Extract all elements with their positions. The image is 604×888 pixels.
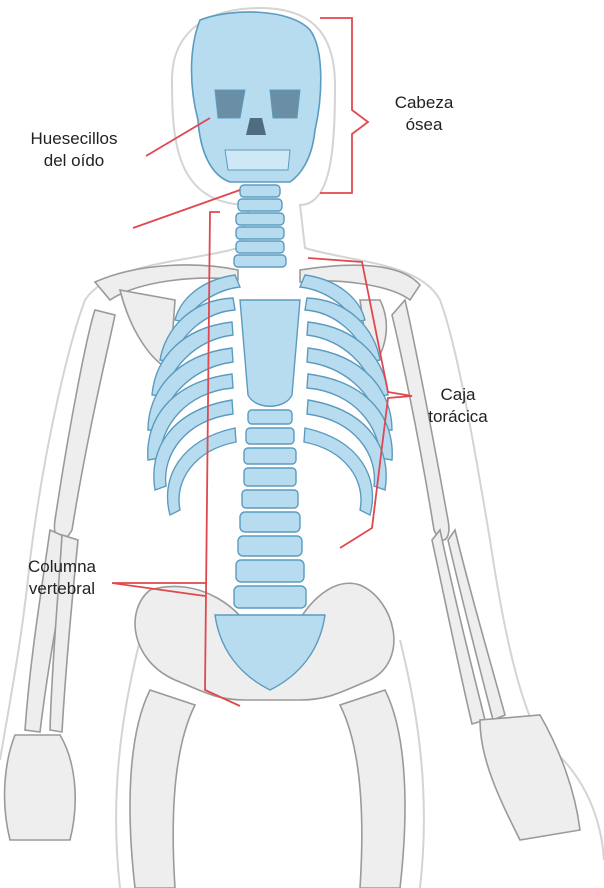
neck-leader [133, 190, 240, 228]
label-ossicles-line1: Huesecillos [4, 128, 144, 150]
label-spine-line2: vertebral [12, 578, 112, 600]
label-cabeza-osea: Cabeza ósea [376, 92, 472, 136]
vertebral-column [215, 410, 325, 690]
label-columna-vertebral: Columna vertebral [12, 556, 112, 600]
label-huesecillos: Huesecillos del oído [4, 128, 144, 172]
label-caja-toracica: Caja torácica [400, 384, 516, 428]
skull [192, 12, 321, 182]
label-head-line2: ósea [376, 114, 472, 136]
legs [130, 690, 405, 888]
label-ribcage-line1: Caja [400, 384, 516, 406]
label-ossicles-line2: del oído [4, 150, 144, 172]
label-spine-line1: Columna [12, 556, 112, 578]
cervical-spine [234, 185, 286, 267]
label-ribcage-line2: torácica [400, 406, 516, 428]
label-head-line1: Cabeza [376, 92, 472, 114]
